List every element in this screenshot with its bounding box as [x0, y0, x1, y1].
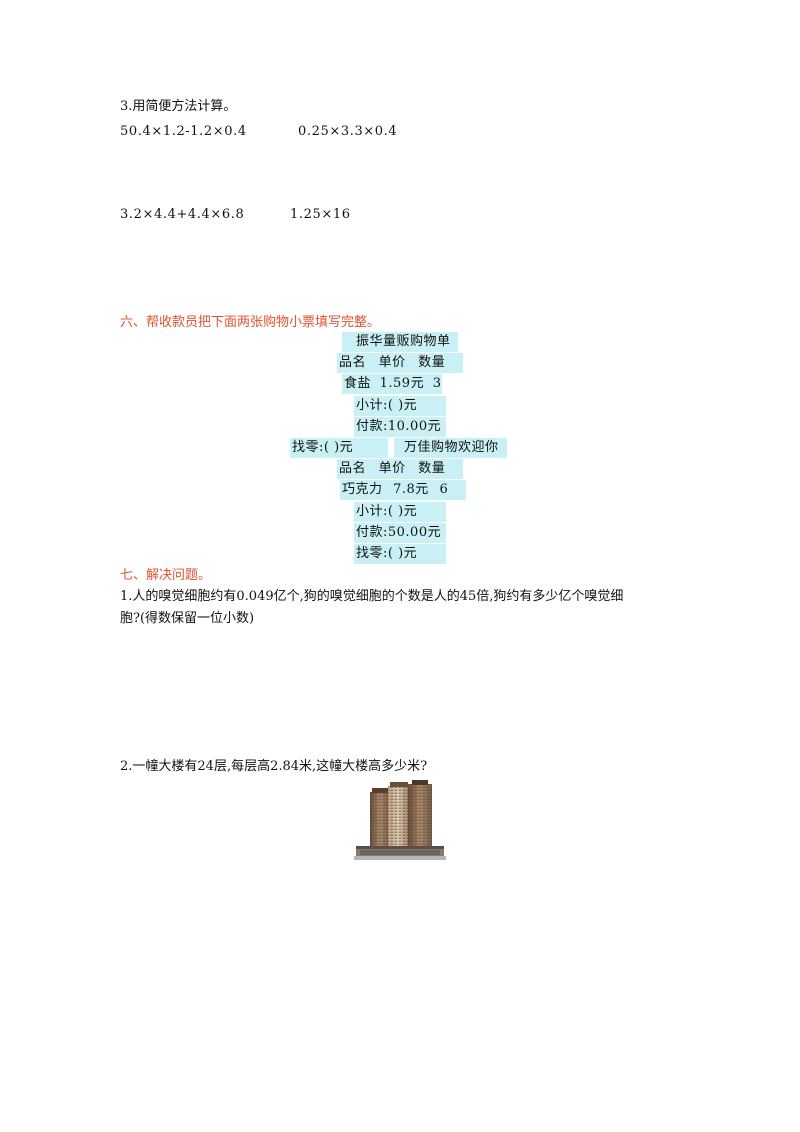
section3-title: 3.用简便方法计算。	[120, 99, 237, 114]
receipt2-header: 品名 单价 数量	[337, 459, 463, 479]
receipt2-store-name: 万佳购物欢迎你	[394, 438, 507, 458]
problem7-2: 2.一幢大楼有24层,每层高2.84米,这幢大楼高多少米?	[120, 759, 428, 774]
receipt1-header: 品名 单价 数量	[337, 353, 463, 373]
receipt1-subtotal: 小计:( )元	[354, 396, 446, 416]
receipt1-store-name: 振华量贩购物单	[342, 332, 458, 352]
problem-3-3: 3.2×4.4+4.4×6.8	[120, 207, 245, 222]
receipt1-change: 找零:( )元	[290, 438, 388, 458]
section6-title: 六、帮收款员把下面两张购物小票填写完整。	[120, 315, 381, 330]
section7-title: 七、解决问题。	[120, 568, 212, 583]
receipt1-payment: 付款:10.00元	[354, 417, 446, 437]
receipt1-item: 食盐 1.59元 3	[342, 374, 442, 394]
building-photo-icon	[354, 780, 446, 860]
problem-3-4: 1.25×16	[290, 207, 351, 222]
problem-3-1: 50.4×1.2-1.2×0.4	[120, 124, 247, 139]
problem7-1-line2: 胞?(得数保留一位小数)	[120, 611, 255, 626]
receipt2-payment: 付款:50.00元	[354, 523, 446, 543]
receipt2-subtotal: 小计:( )元	[354, 502, 446, 522]
problem-3-2: 0.25×3.3×0.4	[298, 124, 398, 139]
receipt2-item: 巧克力 7.8元 6	[340, 480, 466, 500]
problem7-1-line1: 1.人的嗅觉细胞约有0.049亿个,狗的嗅觉细胞的个数是人的45倍,狗约有多少亿…	[120, 589, 624, 604]
receipt2-change: 找零:( )元	[354, 544, 446, 564]
